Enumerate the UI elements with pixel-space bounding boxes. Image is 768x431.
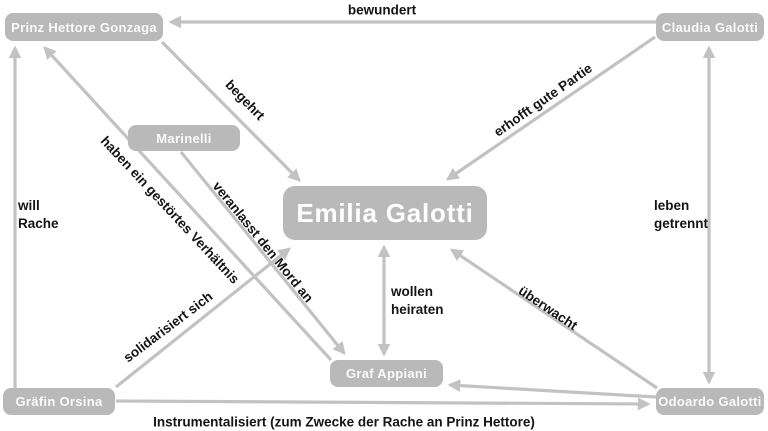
edge-gestoertes-verhaeltnis-line: [43, 46, 333, 362]
edge-erhofft-gute-partie-line: [445, 35, 656, 181]
edge-label-instrumentalisiert: Instrumentalisiert (zum Zwecke der Rache…: [153, 414, 535, 430]
node-marinelli: Marinelli: [128, 125, 240, 151]
edge-solidarisiert-line: [115, 247, 292, 389]
node-graf-appiani: Graf Appiani: [330, 360, 443, 387]
node-prinz-hettore-gonzaga: Prinz Hettore Gonzaga: [5, 13, 163, 41]
edge-odoardo-appiani-line: [447, 379, 657, 399]
edge-label-leben-getrennt: leben getrennt: [654, 198, 708, 231]
node-claudia-galotti: Claudia Galotti: [656, 13, 764, 41]
edge-veranlasst-mord-line: [179, 150, 346, 355]
edge-instrumentalisiert-line: [115, 397, 651, 411]
edge-label-bewundert: bewundert: [347, 2, 417, 18]
edge-begehrt-line: [160, 40, 301, 182]
edge-ueberwacht-line: [449, 248, 658, 390]
node-emilia-galotti: Emilia Galotti: [283, 186, 487, 240]
edge-label-will-rache: will Rache: [18, 198, 59, 231]
node-odoardo-galotti: Odoardo Galotti: [656, 388, 764, 415]
edge-label-wollen-heiraten: wollen heiraten: [391, 284, 444, 317]
node-graefin-orsina: Gräfin Orsina: [3, 388, 115, 415]
